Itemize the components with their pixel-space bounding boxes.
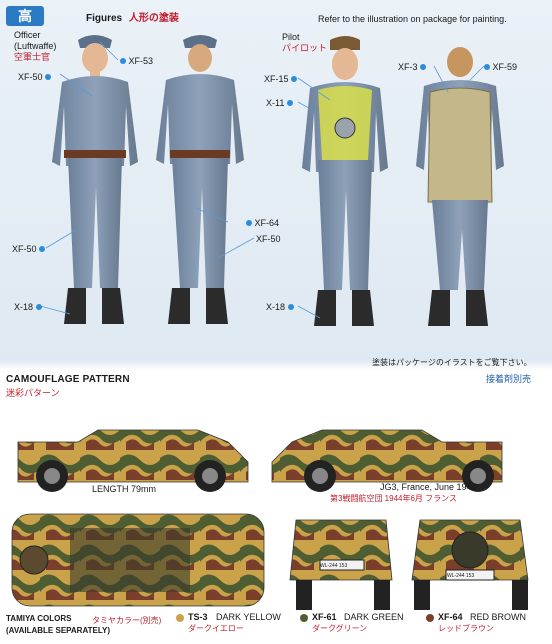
color-name-jp: ダークグリーン [312, 624, 368, 633]
pilot-label: Pilot [282, 32, 300, 42]
callout-x11: X-11 [266, 98, 293, 108]
officer-label: Officer [14, 30, 41, 40]
colors-title: TAMIYA COLORS [6, 614, 72, 623]
colors-sub: (AVAILABLE SEPARATELY) [6, 626, 111, 635]
swatch-xf61 [300, 614, 308, 622]
callout-xf15: XF-15 [264, 74, 298, 84]
jp-paint-note: 塗装はパッケージのイラストをご覧下さい。 [372, 358, 532, 367]
callout-xf59: XF-59 [484, 62, 517, 72]
pilot-back-figure [416, 47, 504, 326]
logo-text: 高 [18, 8, 32, 24]
officer-jp: 空軍士官 [14, 52, 51, 62]
pilot-front-figure [302, 36, 388, 326]
swatch-ts3 [176, 614, 184, 622]
callout-xf53: XF-53 [120, 56, 153, 66]
callout-xf64: XF-64 [246, 218, 279, 228]
color-name: DARK GREEN [344, 612, 404, 622]
callout-dot-icon [39, 246, 46, 252]
callout-xf50-b: XF-50 [256, 234, 281, 244]
figures-illustration [39, 35, 504, 326]
callout-dot-icon [45, 74, 52, 80]
callout-dot-icon [484, 64, 490, 70]
unit-caption-jp: 第3戦闘航空団 1944年6月 フランス [330, 494, 457, 503]
callout-dot-icon [287, 304, 294, 310]
vehicle-side-right [271, 429, 503, 492]
color-name-jp: レッドブラウン [438, 624, 494, 633]
officer-back-figure [156, 35, 244, 324]
camo-title: CAMOUFLAGE PATTERN [6, 374, 130, 385]
vehicle-illustrations [11, 429, 529, 610]
colors-title-jp: タミヤカラー(別売) [92, 616, 162, 625]
refer-note: Refer to the illustration on package for… [318, 14, 507, 24]
figures-heading: Figures 人形の塗装 [86, 14, 179, 24]
callout-dot-icon [420, 64, 427, 70]
color-name: DARK YELLOW [216, 612, 281, 622]
officer-front-figure [52, 35, 138, 324]
vehicle-front-view [289, 519, 393, 610]
color-code: XF-64 [438, 612, 463, 622]
pilot-jp: パイロット [282, 43, 328, 53]
callout-dot-icon [246, 220, 252, 226]
color-code: XF-61 [312, 612, 337, 622]
callout-dot-icon [286, 100, 293, 106]
figures-label-jp: 人形の塗装 [128, 13, 179, 24]
callout-xf50-a: XF-50 [18, 72, 52, 82]
vehicle-top-view [11, 513, 265, 607]
plate-front: WL-244 153 [320, 563, 348, 569]
color-item-ts3: TS-3 DARK YELLOW ダークイエロー [176, 612, 296, 642]
color-item-xf61: XF-61 DARK GREEN ダークグリーン [300, 612, 420, 642]
callout-x18-a: X-18 [14, 302, 42, 312]
camo-title-jp: 迷彩パターン [6, 388, 60, 398]
vehicle-length: LENGTH 79mm [92, 484, 157, 494]
swatch-xf64 [426, 614, 434, 622]
callout-x18-b: X-18 [266, 302, 294, 312]
jp-glue-note: 接着剤別売 [486, 374, 532, 384]
callout-dot-icon [35, 304, 42, 310]
color-name-jp: ダークイエロー [188, 624, 244, 633]
unit-caption: JG3, France, June 1944 [380, 482, 477, 492]
callout-xf3: XF-3 [398, 62, 427, 72]
officer-sub: (Luftwaffe) [14, 41, 57, 51]
vehicle-side-left [17, 429, 249, 492]
color-name: RED BROWN [470, 612, 526, 622]
color-item-xf64: XF-64 RED BROWN レッドブラウン [426, 612, 550, 642]
callout-dot-icon [120, 58, 126, 64]
callout-dot-icon [291, 76, 298, 82]
callout-xf50-c: XF-50 [12, 244, 46, 254]
plate-rear: WL-244 153 [447, 573, 475, 579]
logo-badge: 高 [6, 6, 44, 26]
vehicle-rear-view [411, 519, 529, 610]
figures-label: Figures [86, 13, 123, 24]
color-code: TS-3 [188, 612, 208, 622]
